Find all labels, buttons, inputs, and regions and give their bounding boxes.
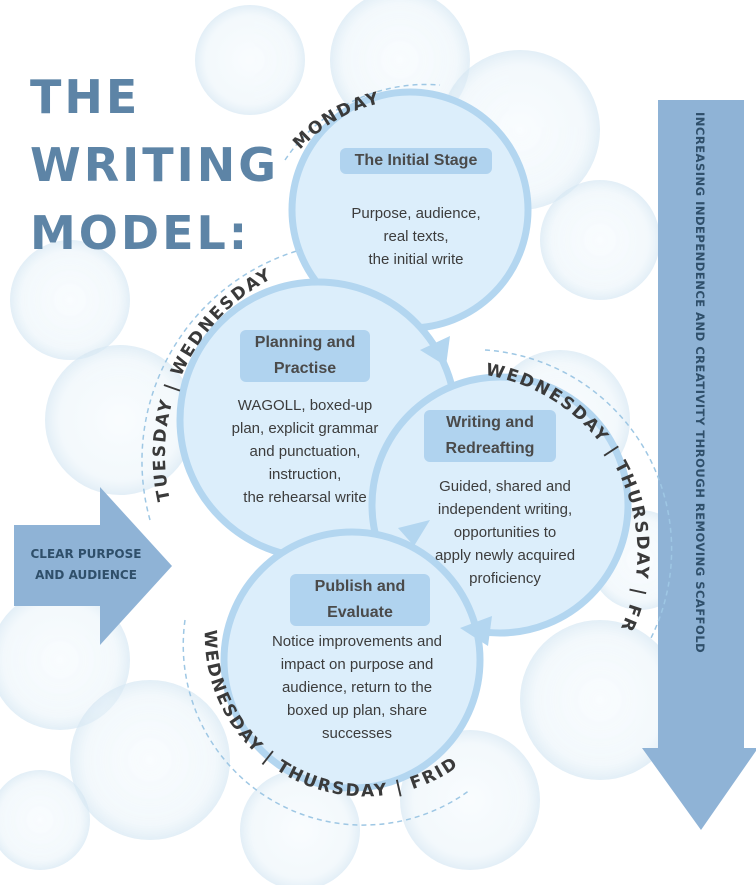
writing-title-line-2: Redreafting xyxy=(445,440,535,457)
initial-stage-line-1: Purpose, audience, xyxy=(351,205,481,222)
publish-line-1: Notice improvements and xyxy=(271,633,443,650)
planning-line-1: WAGOLL, boxed-up xyxy=(237,397,373,414)
publish-line-4: boxed up plan, share xyxy=(286,702,428,719)
planning-line-3: and punctuation, xyxy=(249,443,361,460)
planning-stage-title: Planning and Practise xyxy=(220,330,390,382)
writing-line-2: independent writing, xyxy=(437,501,573,518)
writing-stage-title: Writing and Redreafting xyxy=(414,410,566,462)
clear-purpose-line-1: CLEAR PURPOSE xyxy=(30,547,142,561)
initial-stage-highlight xyxy=(340,148,492,174)
initial-stage-title: The Initial Stage xyxy=(354,152,478,169)
title-line-1: THE xyxy=(30,70,141,124)
planning-line-4: instruction, xyxy=(268,466,342,483)
publish-title-line-2: Evaluate xyxy=(327,604,393,621)
vertical-arrow-label: INCREASING INDEPENDENCE AND CREATIVITY T… xyxy=(693,112,707,653)
planning-line-5: the rehearsal write xyxy=(243,489,367,506)
title-line-3: MODEL: xyxy=(30,206,251,260)
writing-title-line-1: Writing and xyxy=(446,414,534,431)
writing-line-1: Guided, shared and xyxy=(439,478,571,495)
planning-title-line-1: Planning and xyxy=(254,334,356,351)
writing-stage-body: Guided, shared and independent writing, … xyxy=(400,475,610,590)
clear-purpose-line-2: AND AUDIENCE xyxy=(35,568,137,582)
clear-purpose-label: CLEAR PURPOSE AND AUDIENCE xyxy=(20,544,152,586)
initial-stage-line-3: the initial write xyxy=(368,251,464,268)
vertical-down-arrow xyxy=(642,100,756,830)
writing-line-4: apply newly acquired xyxy=(434,547,576,564)
flow-arrows xyxy=(398,336,492,646)
publish-stage-highlight xyxy=(290,574,430,626)
publish-line-2: impact on purpose and xyxy=(280,656,434,673)
initial-stage-body: Purpose, audience, real texts, the initi… xyxy=(320,202,512,271)
publish-stage-body: Notice improvements and impact on purpos… xyxy=(242,630,472,745)
writing-stage-highlight xyxy=(424,410,556,462)
dashed-arcs xyxy=(141,83,673,826)
publish-line-5: successes xyxy=(321,725,393,742)
publish-line-3: audience, return to the xyxy=(281,679,433,696)
planning-line-2: plan, explicit grammar xyxy=(231,420,379,437)
initial-stage-line-2: real texts, xyxy=(383,228,449,245)
writing-line-5: proficiency xyxy=(469,570,541,587)
publish-stage-title: Publish and Evaluate xyxy=(272,574,448,626)
publish-title-line-1: Publish and xyxy=(314,578,406,595)
bubble-background xyxy=(0,0,690,885)
title-line-2: WRITING xyxy=(30,138,280,192)
planning-stage-highlight xyxy=(240,330,370,382)
writing-line-3: opportunities to xyxy=(453,524,557,541)
planning-stage-body: WAGOLL, boxed-up plan, explicit grammar … xyxy=(200,394,410,509)
clear-purpose-arrow xyxy=(14,487,172,645)
planning-title-line-2: Practise xyxy=(273,360,337,377)
